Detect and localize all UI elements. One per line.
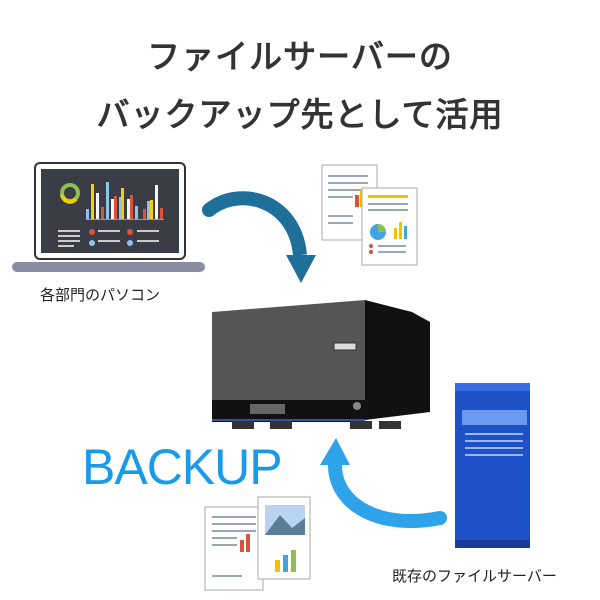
documents-bottom-illustration [204, 496, 311, 591]
arrow-pc-to-nas-icon [202, 191, 316, 283]
nas-device-illustration [212, 300, 430, 429]
pc-label: 各部門のパソコン [40, 286, 161, 304]
laptop-illustration [12, 162, 205, 272]
server-label: 既存のファイルサーバー [392, 567, 557, 585]
page-title-line1: ファイルサーバーの [147, 37, 453, 76]
backup-label: BACKUP [82, 439, 283, 495]
file-server-illustration [455, 383, 530, 548]
page-title-line2: バックアップ先として活用 [96, 95, 504, 134]
documents-top-illustration [321, 164, 418, 266]
arrow-server-to-nas-icon [320, 438, 447, 528]
